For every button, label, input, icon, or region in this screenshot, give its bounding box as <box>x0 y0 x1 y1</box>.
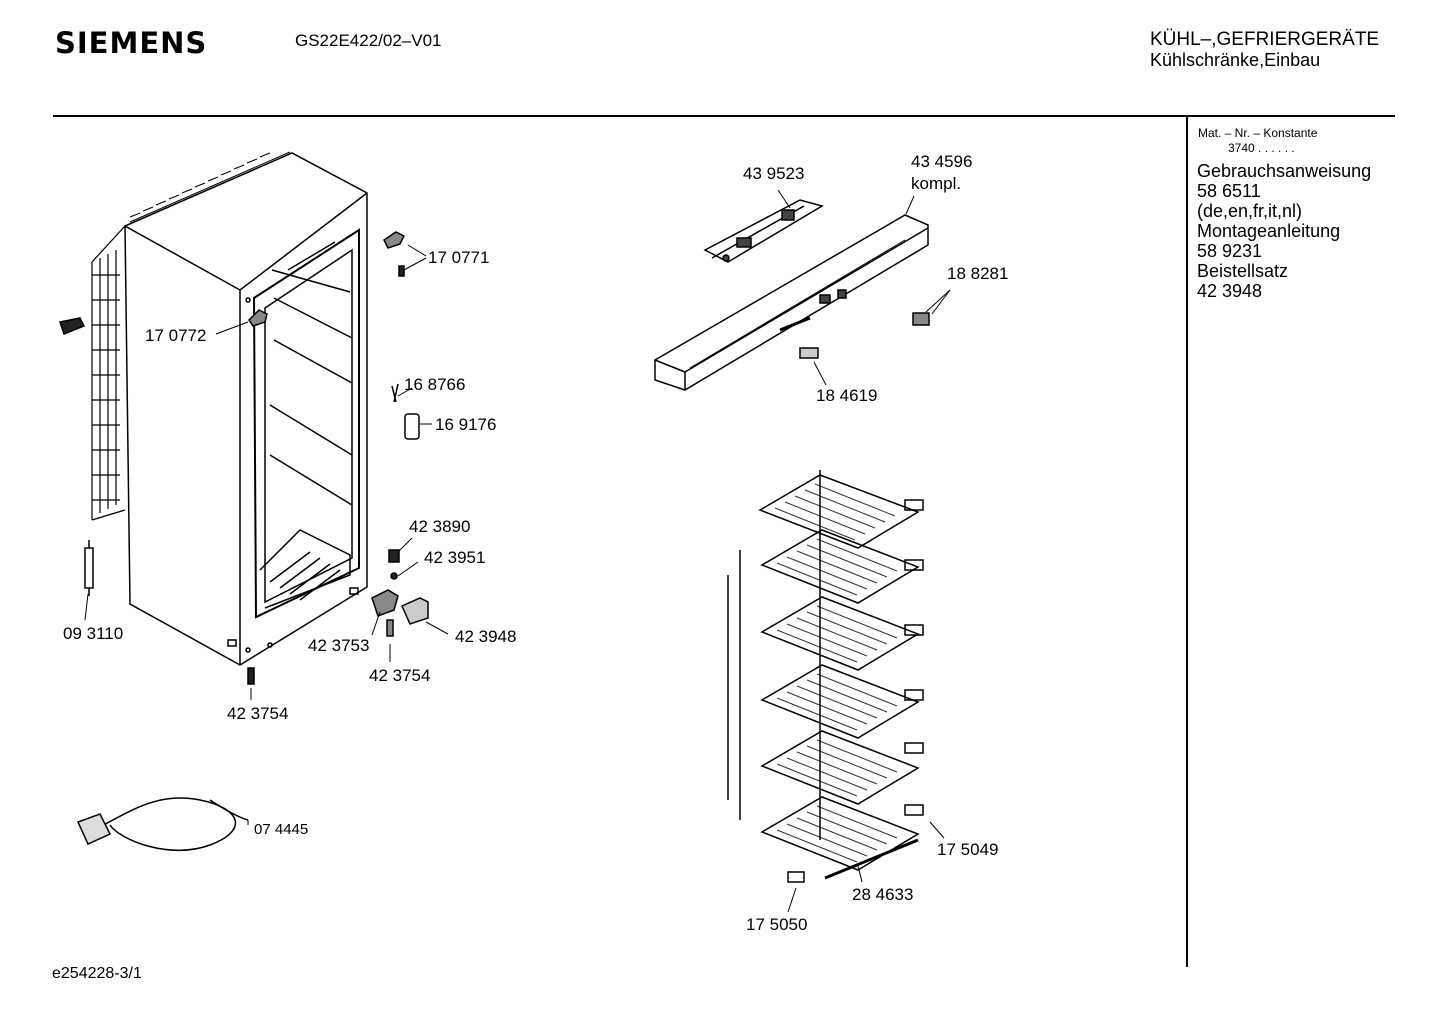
part-label: 09 3110 <box>63 624 124 643</box>
part-label: 17 5049 <box>937 840 999 859</box>
part-label: 28 4633 <box>852 885 914 904</box>
hinge-drawing <box>247 231 429 685</box>
sidebar-item: Montageanleitung <box>1197 221 1341 241</box>
evaporator-rack-drawing <box>727 470 924 883</box>
header-divider <box>53 115 1395 117</box>
sidebar-item: 58 9231 <box>1197 241 1263 261</box>
part-label: 17 0772 <box>145 326 207 345</box>
sidebar-item: 58 6511 <box>1197 181 1261 201</box>
brand-logo: SIEMENS <box>55 26 208 60</box>
circuit-board-drawing <box>703 199 824 263</box>
mat-value: 3740 . . . . . . <box>1228 141 1295 155</box>
category-title: KÜHL–,GEFRIERGERÄTE <box>1150 29 1380 50</box>
condenser-coil-drawing <box>91 225 126 521</box>
part-label: 42 3948 <box>455 627 517 646</box>
part-label: 43 4596 <box>911 152 973 171</box>
part-label: 42 3754 <box>369 666 431 685</box>
part-label: 07 4445 <box>254 821 309 838</box>
part-label: 43 9523 <box>743 164 805 183</box>
leader-lines <box>84 189 951 913</box>
part-label: 42 3754 <box>227 704 289 723</box>
sidebar-divider <box>1186 117 1188 967</box>
part-label: 42 3753 <box>308 636 370 655</box>
sidebar-item: (de,en,fr,it,nl) <box>1197 201 1303 221</box>
knob-drawing <box>912 312 930 326</box>
drawing-code: e254228-3/1 <box>52 965 142 982</box>
power-cable-drawing <box>76 797 249 852</box>
part-label: 16 9176 <box>435 415 497 434</box>
part-label: 42 3951 <box>424 548 486 567</box>
clip-drawing <box>799 347 819 359</box>
sidebar-item: Beistellsatz <box>1197 261 1289 281</box>
control-panel-drawing <box>654 214 929 391</box>
part-label: 17 0771 <box>428 248 490 267</box>
mat-label: Mat. – Nr. – Konstante <box>1198 126 1318 140</box>
part-label: 18 8281 <box>947 264 1009 283</box>
category-subtitle: Kühlschränke,Einbau <box>1150 50 1321 70</box>
part-label: 18 4619 <box>816 386 878 405</box>
part-label: 17 5050 <box>746 915 808 934</box>
part-label: 42 3890 <box>409 517 471 536</box>
sidebar-item: Gebrauchsanweisung <box>1197 161 1372 181</box>
switch-drawing <box>391 383 420 440</box>
cabinet-drawing <box>124 151 368 666</box>
connector-drawing <box>84 540 94 596</box>
part-label: kompl. <box>911 174 962 193</box>
part-label: 16 8766 <box>404 375 466 394</box>
sidebar-list: Gebrauchsanweisung 58 6511 (de,en,fr,it,… <box>1197 161 1371 301</box>
sidebar-item: 42 3948 <box>1197 281 1263 301</box>
bracket-drawing <box>59 317 86 335</box>
model-number: GS22E422/02–V01 <box>295 31 442 50</box>
